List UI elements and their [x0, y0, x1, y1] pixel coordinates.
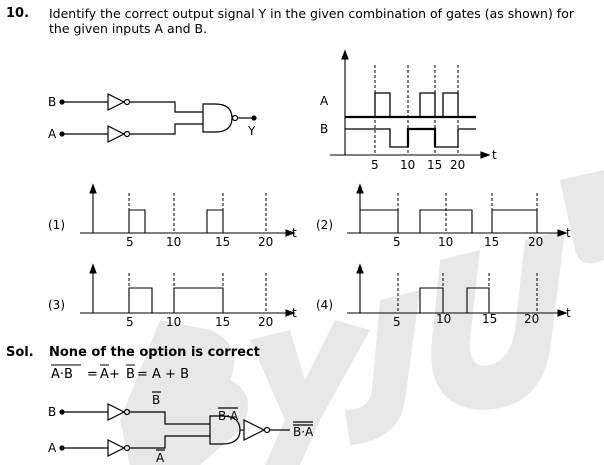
solution-and-gate [209, 415, 241, 445]
solution-equation: A·B = A + B = A + B [51, 364, 189, 382]
option-3-tick-5: 5 [126, 315, 134, 328]
solution-not-gate-b [107, 403, 126, 421]
watermark-letter-s [560, 170, 604, 264]
watermark-letter-u [431, 230, 565, 410]
option-4-axis-t: t [566, 306, 571, 320]
option-4-tick-10: 10 [436, 312, 451, 326]
svg-text:=: = [87, 367, 98, 382]
solution-bbar-label: B [152, 393, 160, 407]
question-text: Identify the correct output signal Y in … [49, 6, 574, 36]
option-4-tick-5: 5 [393, 315, 401, 328]
option-2-tick-20: 20 [528, 235, 543, 248]
circuit-label-y: Y [247, 124, 256, 138]
option-2-tick-5: 5 [393, 235, 401, 248]
option-1-tick-20: 20 [258, 235, 273, 248]
not-gate-a [107, 125, 126, 143]
solution-abar-label: A [156, 451, 165, 465]
option-2-axis-t: t [566, 226, 571, 240]
option-4-tick-15: 15 [482, 312, 497, 326]
equation-abar: A [100, 367, 109, 382]
circuit-label-b: B [48, 95, 56, 109]
timing-tick-10: 10 [400, 158, 415, 172]
equation-lhs: A·B [51, 367, 73, 382]
timing-axis-t: t [492, 148, 497, 162]
equation-bbar: B [126, 367, 135, 382]
option-3-axis-t: t [292, 306, 297, 320]
solution-final-output-label: B·A [293, 425, 314, 439]
option-3-label: (3) [48, 298, 65, 312]
option-4-label: (4) [316, 298, 333, 312]
option-2-waveform: (2) 5 10 15 20 t [316, 183, 571, 248]
option-4-waveform: (4) 5 10 15 20 t [316, 263, 571, 328]
option-2-label: (2) [316, 218, 333, 232]
not-gate-b [107, 93, 126, 111]
timing-tick-5: 5 [371, 158, 379, 172]
watermark-letter-b [120, 320, 248, 465]
option-3-tick-10: 10 [166, 315, 181, 328]
input-timing-diagram: A B 5 10 15 20 t [320, 49, 497, 172]
option-3-tick-15: 15 [215, 315, 230, 328]
option-1-waveform: (1) 5 10 15 20 t [48, 183, 297, 248]
gate-circuit: B A Y [48, 93, 257, 143]
solution-nand-output-label: B·A [218, 409, 239, 423]
option-3-tick-20: 20 [258, 315, 273, 328]
solution-statement: None of the option is correct [49, 345, 260, 360]
circuit-label-a: A [48, 127, 57, 141]
timing-label-a: A [320, 94, 329, 108]
timing-label-b: B [320, 122, 328, 136]
option-2-tick-10: 10 [438, 235, 453, 248]
option-1-axis-t: t [292, 226, 297, 240]
timing-tick-20: 20 [450, 158, 465, 172]
question-number: 10. [6, 6, 30, 21]
solution-circuit-label-a: A [48, 441, 57, 455]
option-1-label: (1) [48, 218, 65, 232]
option-1-tick-15: 15 [215, 235, 230, 248]
equation-plus: + [109, 367, 120, 382]
watermark-letter-j [345, 290, 420, 445]
watermark-letter-y [250, 320, 370, 465]
timing-tick-15: 15 [427, 158, 442, 172]
nand-gate [202, 103, 233, 133]
option-3-waveform: (3) 5 10 15 20 t [48, 263, 297, 328]
solution-not-gate-a [107, 439, 126, 457]
equation-rhs: = A + B [137, 367, 189, 382]
option-1-tick-5: 5 [126, 235, 134, 248]
solution-label: Sol. [6, 345, 34, 360]
solution-circuit: B A B A B·A B·A [48, 391, 314, 465]
solution-not-gate-out [243, 419, 266, 441]
option-1-tick-10: 10 [166, 235, 181, 248]
option-4-tick-20: 20 [524, 312, 539, 326]
solution-circuit-label-b: B [48, 405, 56, 419]
option-2-tick-15: 15 [484, 235, 499, 248]
